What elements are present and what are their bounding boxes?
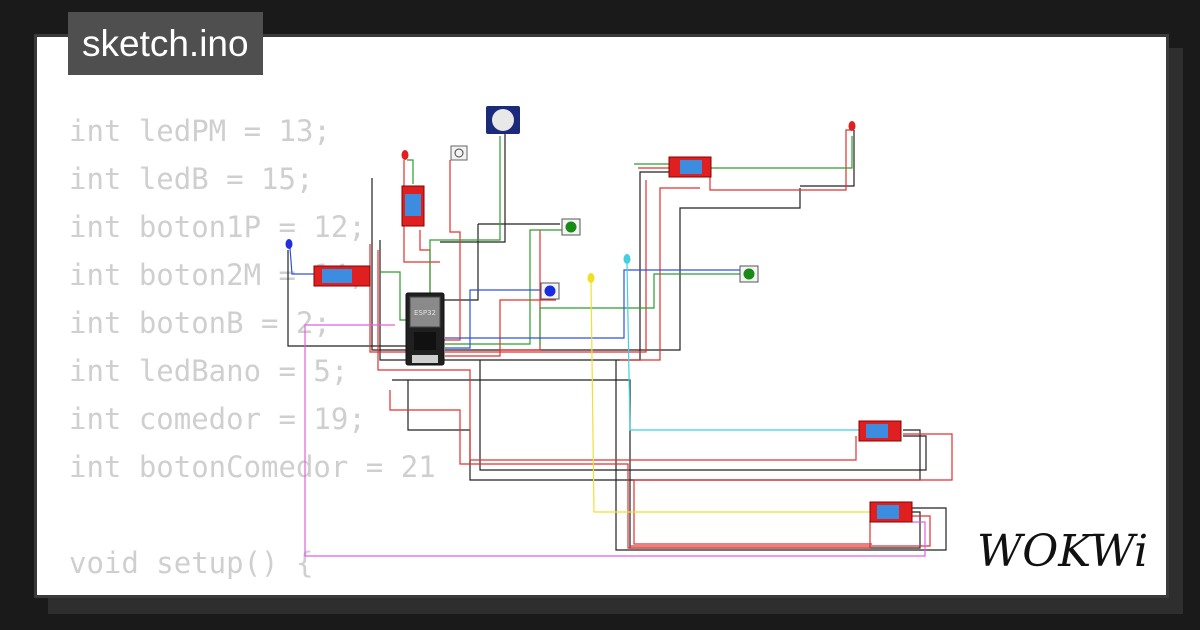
code-line: int boton1P = 12; [69, 210, 366, 244]
push-button-green[interactable] [561, 218, 581, 236]
push-button-green[interactable] [739, 265, 759, 283]
code-line: int ledB = 15; [69, 162, 314, 196]
wokwi-logo: WOKWi [977, 526, 1148, 576]
esp32-board[interactable]: ESP32 [405, 292, 445, 366]
code-line: int botonB = 2; [69, 306, 331, 340]
pir-sensor[interactable] [486, 106, 520, 134]
green-wires [380, 136, 853, 346]
magenta-wire [304, 324, 926, 557]
file-title-tab[interactable]: sketch.ino [68, 12, 263, 75]
push-button-blue[interactable] [540, 282, 560, 300]
cyan-wire [626, 263, 860, 431]
preview-card: int ledPM = 13; int ledB = 15; int boton1P… [34, 34, 1169, 598]
led-blue[interactable] [285, 239, 293, 249]
code-background: int ledPM = 13; int ledB = 15; int boton1P… [69, 107, 436, 595]
relay-module[interactable] [858, 420, 902, 442]
relay-module[interactable] [313, 265, 371, 287]
relay-module[interactable] [668, 156, 712, 178]
red-wires [369, 129, 953, 549]
code-line: int ledPM = 13; [69, 114, 331, 148]
led-red[interactable] [848, 121, 856, 131]
black-wires [287, 130, 947, 551]
relay-module[interactable] [401, 185, 425, 227]
code-line: int comedor = 19; [69, 402, 366, 436]
led-yellow[interactable] [587, 273, 595, 283]
code-line: void setup() { [69, 546, 314, 580]
yellow-wire [590, 281, 870, 513]
sensor-module[interactable] [450, 145, 468, 161]
code-line: Serial.begin(9600); [69, 587, 436, 595]
code-line: int botonComedor = 21 [69, 450, 436, 484]
blue-wires [289, 247, 742, 349]
chip-label: ESP32 [414, 309, 436, 317]
code-line: int ledBano = 5; [69, 354, 349, 388]
relay-module[interactable] [869, 501, 913, 523]
led-cyan[interactable] [623, 254, 631, 264]
led-red[interactable] [401, 150, 409, 160]
logo-text: WOKWi [977, 526, 1148, 576]
